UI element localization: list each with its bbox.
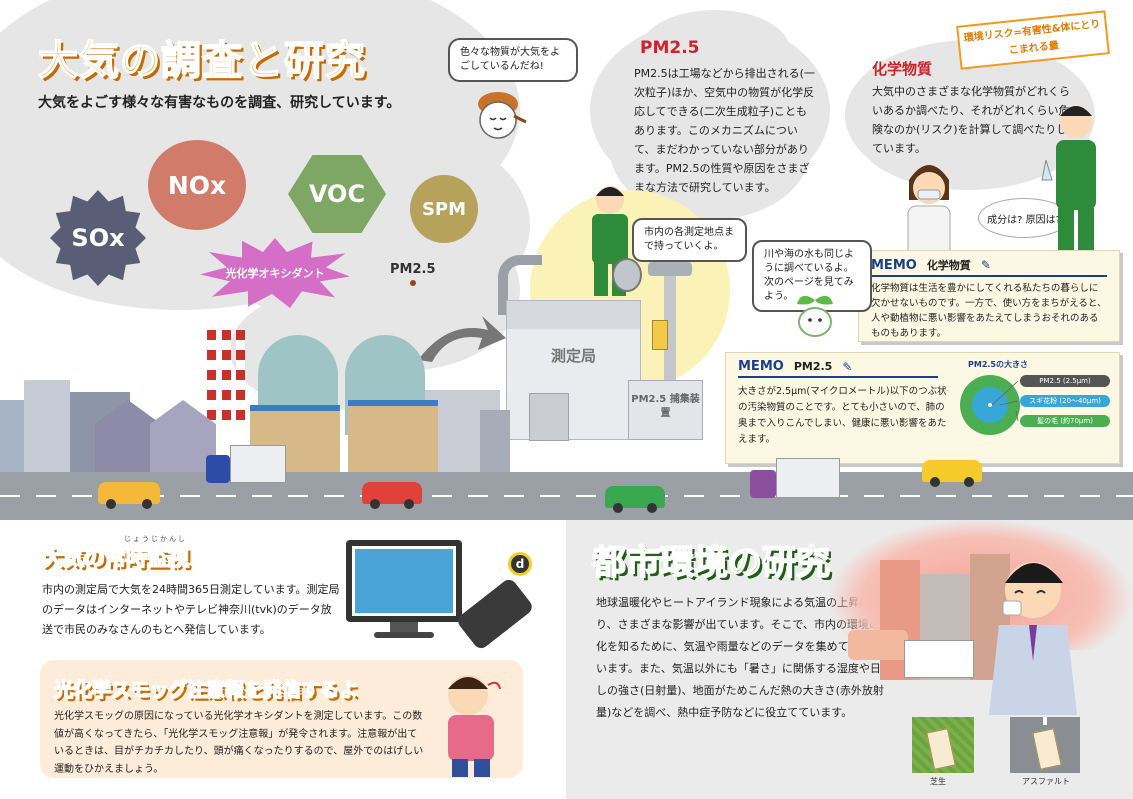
pm25-body: PM2.5は工場などから排出される(一次粒子)ほか、空気中の物質が化学反応してで… (634, 67, 815, 194)
station-building: 測定局 (506, 300, 641, 441)
hot-man (985, 545, 1095, 715)
memo-pm25: MEMO PM2.5 ✎ 大きさが2.5μm(マイクロメートル)以下のつぶ状の汚… (725, 352, 1120, 464)
car-yellow (98, 482, 160, 509)
pm25-sampler: PM2.5 捕集装置 (628, 380, 703, 440)
flow-arrow (408, 300, 508, 370)
memo-chemical-label: MEMO (871, 257, 917, 273)
air-title: 大気の調査と研究 (37, 37, 366, 85)
truck-2 (750, 458, 840, 500)
memo-chemical: MEMO 化学物質 ✎ 化学物質は生活を豊かにしてくれる私たちの暮らしに欠かせな… (858, 250, 1120, 342)
factory-3 (348, 400, 438, 480)
asphalt-label: アスファルト (1022, 777, 1070, 786)
car-green (605, 486, 665, 513)
pencil-icon: ✎ (980, 258, 991, 272)
sampler-head (648, 262, 692, 276)
monitor-body: 市内の測定局で大気を24時間365日測定しています。測定局のデータはインターネッ… (42, 583, 340, 636)
monitor-ruby: じょうじかんし (124, 535, 187, 543)
urban-title: 都市環境の研究 (591, 542, 831, 584)
worker-speech: 市内の各測定地点まで持っていくよ。 (632, 218, 747, 262)
pm25-title: PM2.5 (640, 38, 700, 58)
sampler-pole (664, 270, 676, 380)
memo-chemical-topic: 化学物質 (926, 259, 971, 272)
smog-panel (40, 660, 523, 778)
pm25-dot (410, 280, 416, 286)
memo-pm25-label: MEMO (738, 359, 784, 374)
chimney-2 (222, 330, 231, 420)
character-speech: 色々な物質が大気をよごしているんだね! (448, 38, 578, 82)
pm25-size-label: PM2.5 (2.5μm) (1020, 375, 1110, 387)
station-pipe (498, 255, 542, 315)
station-label: 測定局 (550, 347, 596, 365)
pencil-icon: ✎ (842, 359, 853, 374)
chimney-3 (236, 330, 245, 420)
d-button-icon: d (508, 552, 532, 576)
question-bubble: 成分は? 原因は? (978, 198, 1070, 238)
memo-chemical-body: 化学物質は生活を豊かにしてくれる私たちの暮らしに欠かせないものです。一方で、使い… (871, 283, 1107, 339)
hair-size-label: 髪の毛 (約70μm) (1020, 415, 1110, 427)
chem-body: 大気中のさまざまな化学物質がどれくらいあるか調べたり、それがどれくらい危険なのか… (872, 85, 1070, 155)
dizzy-boy (428, 665, 518, 777)
collector-icon (612, 258, 642, 292)
nox-badge: NOx (148, 140, 246, 230)
car-yellow-2 (922, 460, 982, 487)
smog-title: 光化学スモッグ注意報を発信するよ (53, 678, 359, 702)
smog-body: 光化学スモッグの原因になっている光化学オキシダントを測定しています。この数値が高… (54, 711, 424, 775)
scientist-man (1040, 100, 1110, 260)
road-line (0, 495, 1133, 497)
urban-body: 地球温暖化やヒートアイランド現象による気温の上昇により、さまざまな影響が出ていま… (596, 596, 893, 719)
hot-city-illustration (820, 520, 1133, 710)
spm-badge: SPM (410, 175, 478, 243)
voc-badge: VOC (288, 155, 386, 233)
pollen-size-label: スギ花粉 (20〜40μm) (1020, 395, 1110, 407)
air-subtitle: 大気をよごす様々な有害なものを調査、研究しています。 (38, 95, 401, 111)
car-red-1 (362, 482, 422, 509)
sprout-character (790, 290, 840, 340)
scientist-woman (894, 150, 964, 261)
pm25-size-title: PM2.5の大きさ (968, 360, 1028, 369)
lawn-label: 芝生 (930, 777, 946, 786)
tv-icon (346, 540, 462, 640)
truck-1 (206, 445, 286, 485)
pm25-label-small: PM2.5 (390, 262, 436, 277)
memo-pm25-body: 大きさが2.5μm(マイクロメートル)以下のつぶ状の汚染物質のことです。とても小… (738, 386, 947, 445)
monitor-title: 大気の常時監視 (41, 545, 190, 571)
acorn-character (470, 86, 530, 148)
chem-title: 化学物質 (872, 60, 933, 78)
pm25-size-diagram: PM2.5の大きさ PM2.5 (2.5μm) スギ花粉 (20〜40μm) 髪… (956, 359, 1116, 459)
memo-pm25-topic: PM2.5 (793, 360, 833, 373)
chimney-1 (207, 330, 216, 420)
sample-bottle (652, 320, 668, 350)
